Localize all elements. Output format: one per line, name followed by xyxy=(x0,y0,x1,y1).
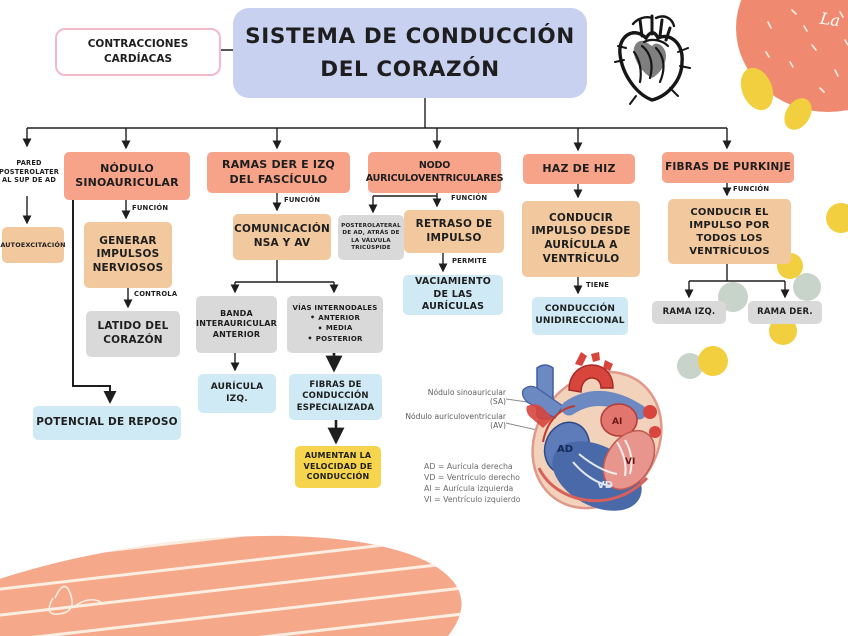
node-conducir-impulso-auricula-ventriculo: CONDUCIR IMPULSO DESDE AURÍCULA A VENTRÍ… xyxy=(522,201,640,277)
edge-label-tiene: TIENE xyxy=(586,281,610,289)
bullet-icon xyxy=(318,324,323,335)
vias-item: POSTERIOR xyxy=(307,334,363,345)
chamber-label-vd: VD xyxy=(597,480,613,491)
node-vias-internodales: VÍAS INTERNODALES ANTERIOR MEDIA POSTERI… xyxy=(287,296,383,353)
legend-line: AD = Aurícula derecha xyxy=(424,462,513,471)
yellow-petal xyxy=(784,98,812,130)
yellow-dot xyxy=(826,203,848,233)
node-latido-corazon: LATIDO DEL CORAZÓN xyxy=(86,311,180,357)
node-nodo-auriculoventricular: NODO AURICULOVENTRICULARES xyxy=(366,152,503,193)
yellow-dot xyxy=(769,317,797,345)
chamber-label-ai: AI xyxy=(612,417,622,427)
vias-title: VÍAS INTERNODALES xyxy=(292,303,378,312)
node-retraso-impulso: RETRASO DE IMPULSO xyxy=(404,210,504,253)
corner-script-text: La xyxy=(818,8,842,31)
node-auricula-izq: AURÍCULA IZQ. xyxy=(198,374,276,413)
node-autoexcitacion: AUTOEXCITACIÓN xyxy=(0,227,65,263)
edge-label-permite: PERMITE xyxy=(452,257,487,265)
bottom-blob xyxy=(0,535,462,636)
figure-label-av: Nódulo auriculoventricular (AV) xyxy=(405,412,506,431)
node-vaciamiento-auriculas: VACIAMIENTO DE LAS AURÍCULAS xyxy=(403,275,503,315)
bullet-icon xyxy=(307,334,312,345)
sage-dot xyxy=(793,273,821,301)
node-haz-de-hiz: HAZ DE HIZ xyxy=(523,154,635,184)
topic-box-contracciones: CONTRACCIONES CARDÍACAS xyxy=(55,28,221,76)
vias-item: ANTERIOR xyxy=(310,313,360,324)
figure-legend: AD = Aurícula derecha VD = Ventrículo de… xyxy=(424,462,540,506)
sage-dot xyxy=(677,353,703,379)
blob-script-squiggle xyxy=(48,585,102,615)
heart-anatomy-illustration: AD AI VD VI xyxy=(521,352,663,511)
title-line-2: DEL CORAZÓN xyxy=(320,57,500,82)
edge-label-funcion: FUNCIÓN xyxy=(132,204,169,212)
node-rama-izq: RAMA IZQ. xyxy=(652,301,726,324)
node-posterolateral-valvula: POSTEROLATERAL DE AD, ATRÁS DE LA VÁLVUL… xyxy=(338,215,404,260)
node-potencial-reposo: POTENCIAL DE REPOSO xyxy=(33,406,181,440)
chamber-label-vi: VI xyxy=(625,457,635,467)
legend-line: VI = Ventrículo izquierdo xyxy=(424,494,521,504)
node-conducir-impulso-ventriculos: CONDUCIR EL IMPULSO POR TODOS LOS VENTRÍ… xyxy=(668,199,791,264)
bullet-icon xyxy=(310,313,315,324)
node-banda-interauricular: BANDA INTERAURICULAR ANTERIOR xyxy=(196,296,277,353)
node-fibras-conduccion-especializada: FIBRAS DE CONDUCCIÓN ESPECIALIZADA xyxy=(289,374,382,420)
title-line-1: SISTEMA DE CONDUCCIÓN xyxy=(245,23,575,49)
node-pared-posterolateral: PARED POSTEROLATER AL SUP DE AD xyxy=(0,159,60,185)
node-fibras-purkinje: FIBRAS DE PURKINJE xyxy=(662,152,794,183)
node-generar-impulsos: GENERAR IMPULSOS NERVIOSOS xyxy=(84,222,172,288)
node-nodulo-sinoauricular: NÓDULO SINOAURICULAR xyxy=(64,152,190,200)
legend-line: VD = Ventrículo derecho xyxy=(424,472,520,482)
node-rama-der: RAMA DER. xyxy=(748,301,822,324)
yellow-petal xyxy=(740,67,774,111)
edge-label-controla: CONTROLA xyxy=(134,290,178,298)
edge-label-funcion: FUNCIÓN xyxy=(733,185,770,193)
yellow-dot xyxy=(698,346,728,376)
legend-line: AI = Aurícula izquierda xyxy=(424,483,514,493)
node-ramas-fasciculo: RAMAS DER E IZQ DEL FASCÍCULO xyxy=(207,152,350,193)
node-conduccion-unidireccional: CONDUCCIÓN UNIDIRECCIONAL xyxy=(532,297,628,335)
chamber-label-ad: AD xyxy=(557,444,573,455)
main-title-box: SISTEMA DE CONDUCCIÓN DEL CORAZÓN xyxy=(233,8,587,98)
figure-label-sa: Nódulo sinoauricular (SA) xyxy=(427,388,506,407)
edge-label-funcion: FUNCIÓN xyxy=(451,194,488,202)
node-aumentan-velocidad: AUMENTAN LA VELOCIDAD DE CONDUCCIÓN xyxy=(295,446,381,488)
edge-label-funcion: FUNCIÓN xyxy=(284,196,321,204)
anatomical-heart-sketch-illustration xyxy=(614,14,691,105)
topic-label: CONTRACCIONES CARDÍACAS xyxy=(87,38,189,65)
node-comunicacion-nsa-av: COMUNICACIÓN NSA Y AV xyxy=(233,214,331,260)
vias-item: MEDIA xyxy=(318,324,353,335)
